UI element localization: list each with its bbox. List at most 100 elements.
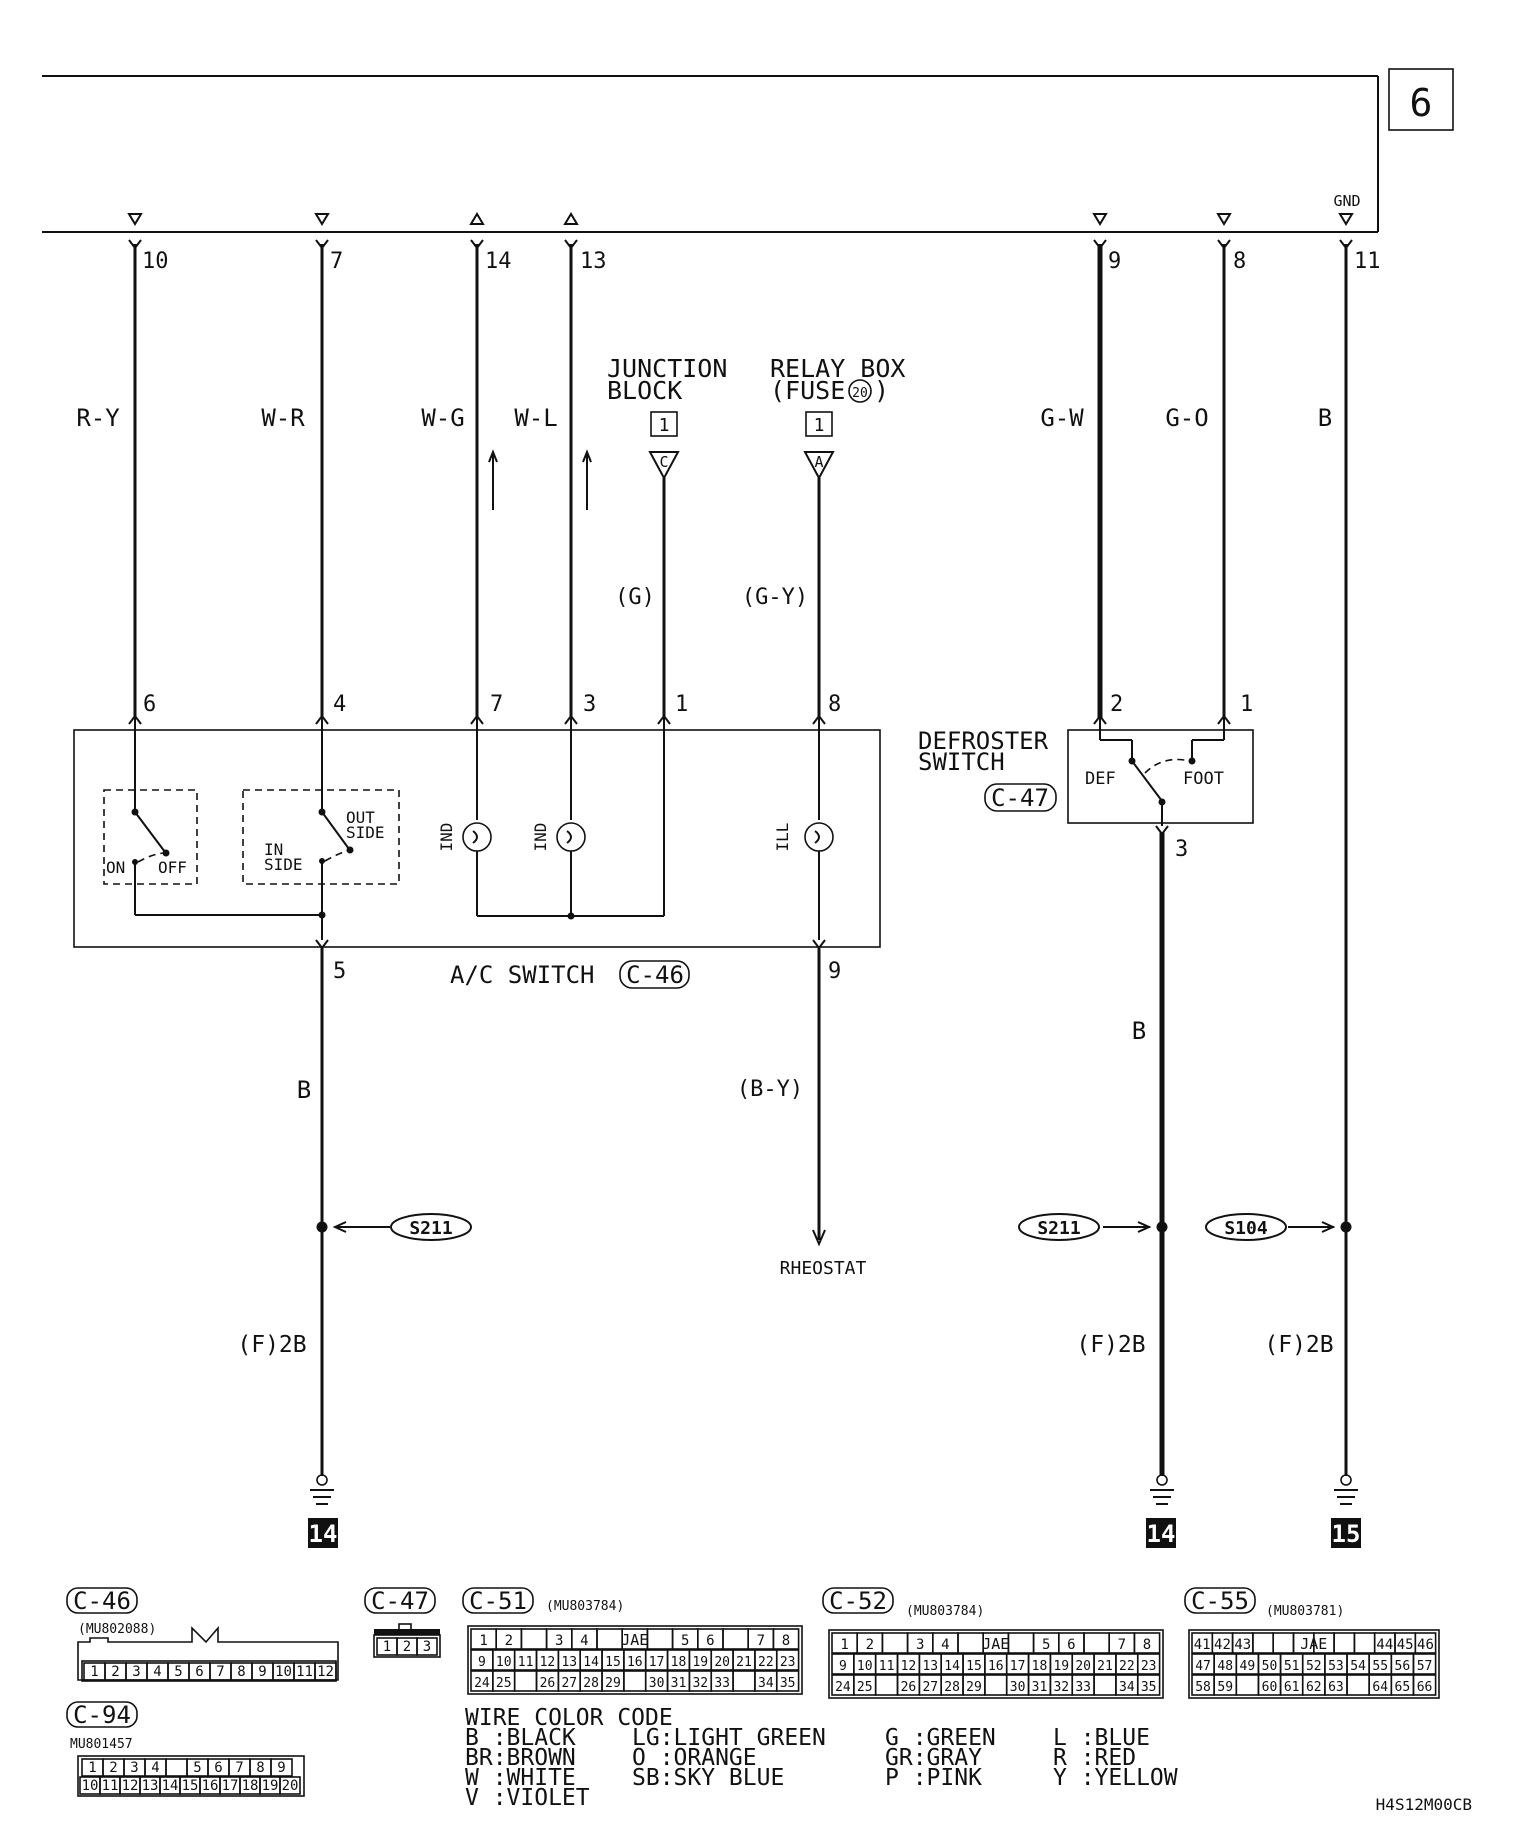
pin-number: 11 xyxy=(879,1659,895,1674)
pin-number: 25 xyxy=(857,1680,873,1695)
pin-number: 3 xyxy=(132,1664,140,1680)
pin-number: 8 xyxy=(237,1664,245,1680)
wire-color-p7: W-R xyxy=(261,404,305,432)
svg-text:DEF: DEF xyxy=(1085,769,1116,789)
ill-lamp: ILL xyxy=(773,823,792,852)
ecu-pin-7: 7 xyxy=(330,249,343,274)
pin-number: 61 xyxy=(1284,1680,1300,1695)
svg-text:RELAY BOX: RELAY BOX xyxy=(770,354,905,383)
pin-number: 62 xyxy=(1306,1680,1322,1695)
ecu-frame xyxy=(42,75,1379,233)
pin-number: 35 xyxy=(780,1676,796,1691)
pin-cell xyxy=(520,1628,548,1650)
wire-color-p11: B xyxy=(1318,404,1332,432)
pin-number: 28 xyxy=(944,1680,960,1695)
pin-cell xyxy=(775,1670,800,1692)
ground-14-right: 14 xyxy=(1147,1520,1176,1548)
ac-pin-7: 7 xyxy=(490,692,503,717)
pin11-ground-leg: S104 (F)2B xyxy=(1205,1213,1352,1358)
pin-number: 60 xyxy=(1262,1680,1278,1695)
pin-number: 45 xyxy=(1397,1637,1414,1653)
harness-middle: (F)2B xyxy=(1076,1332,1145,1358)
svg-text:G :GREEN: G :GREEN xyxy=(885,1725,996,1751)
pin-cell xyxy=(1007,1632,1035,1654)
pin-number: 59 xyxy=(1217,1680,1233,1695)
ground-15: 15 xyxy=(1332,1520,1361,1548)
legend-title: WIRE COLOR CODE xyxy=(465,1705,673,1731)
pin-number: 6 xyxy=(1067,1637,1075,1653)
svg-text:C-52: C-52 xyxy=(829,1587,887,1615)
svg-text:O :ORANGE: O :ORANGE xyxy=(632,1745,757,1771)
pin-number: 23 xyxy=(780,1655,796,1670)
ac-switch: 6 4 7 3 1 8 ON OFF OUT SIDE IN SIDE xyxy=(73,692,881,989)
pin-cell xyxy=(1414,1632,1437,1654)
pin-number: 14 xyxy=(944,1659,960,1674)
svg-text:C-55: C-55 xyxy=(1191,1587,1249,1615)
pin-cell xyxy=(874,1674,899,1696)
pin-number: 14 xyxy=(162,1778,179,1794)
pin-number: 8 xyxy=(782,1633,790,1649)
pin-number: 28 xyxy=(583,1676,599,1691)
pin-number: 1 xyxy=(383,1639,391,1655)
pin-number: 26 xyxy=(540,1676,556,1691)
wire-color-rheostat: (B-Y) xyxy=(737,1077,803,1102)
pin-number: 4 xyxy=(151,1760,159,1776)
pin-number: 20 xyxy=(714,1655,730,1670)
pin-number: 26 xyxy=(901,1680,917,1695)
ac-pin-3: 3 xyxy=(583,692,596,717)
ac-pin-8: 8 xyxy=(828,692,841,717)
pin-number: 1 xyxy=(840,1637,848,1653)
rheostat-label: RHEOSTAT xyxy=(780,1258,867,1279)
wire-color-ac-ground: B xyxy=(297,1076,311,1104)
pin-number: 12 xyxy=(122,1778,139,1794)
pin-number: 32 xyxy=(1053,1680,1069,1695)
pin-number: 12 xyxy=(901,1659,917,1674)
pin-number: 4 xyxy=(580,1633,588,1649)
pin-number: 25 xyxy=(496,1676,512,1691)
fuse-number: 20 xyxy=(852,386,868,401)
wire-color-def-ground: B xyxy=(1132,1017,1146,1045)
pin-cell xyxy=(1412,1653,1437,1675)
pin-number: 42 xyxy=(1214,1637,1231,1653)
pin-cell xyxy=(772,1628,800,1650)
pin-number: 50 xyxy=(1262,1659,1278,1674)
wire-color-p9: G-W xyxy=(1040,404,1084,432)
pin-number: 1 xyxy=(90,1664,98,1680)
page-number-box xyxy=(1388,68,1454,131)
pin-cell xyxy=(1235,1674,1260,1696)
pin-cell xyxy=(270,1758,293,1777)
wire-color-p10: R-Y xyxy=(76,404,120,432)
pin-number: 20 xyxy=(1075,1659,1091,1674)
svg-text:(MU802088): (MU802088) xyxy=(78,1622,156,1637)
relay-box: RELAY BOX (FUSE 20 ) 1 A (G-Y) xyxy=(742,354,905,718)
pin-number: 6 xyxy=(214,1760,222,1776)
svg-text:SIDE: SIDE xyxy=(346,823,385,842)
pin-number: 10 xyxy=(857,1659,873,1674)
pin-number: 3 xyxy=(423,1639,431,1655)
ecu-pin-9: 9 xyxy=(1108,249,1121,274)
svg-text:IN: IN xyxy=(264,840,283,859)
ac-pin-6: 6 xyxy=(143,692,156,717)
ac-pin-1: 1 xyxy=(675,692,688,717)
pin-cell xyxy=(957,1632,985,1654)
svg-text:1: 1 xyxy=(814,415,825,436)
wire-color-p8: G-O xyxy=(1165,404,1208,432)
pin-cell xyxy=(1272,1632,1295,1654)
pin-number: 19 xyxy=(262,1778,279,1794)
jae-label: JAE xyxy=(621,1631,648,1649)
harness-left: (F)2B xyxy=(237,1332,306,1358)
svg-text:OFF: OFF xyxy=(158,858,187,877)
pin-number: 29 xyxy=(966,1680,982,1695)
svg-text:BR:BROWN: BR:BROWN xyxy=(465,1745,576,1771)
junction-block: JUNCTION BLOCK 1 C (G) xyxy=(607,354,727,718)
pin-number: 33 xyxy=(714,1676,730,1691)
pin-number: 46 xyxy=(1417,1637,1434,1653)
pin-cell xyxy=(1136,1653,1161,1675)
pin-cell xyxy=(416,1637,438,1656)
pin-number: 24 xyxy=(835,1680,851,1695)
svg-text:FOOT: FOOT xyxy=(1183,769,1224,789)
jae-label: JAE xyxy=(1300,1635,1327,1653)
